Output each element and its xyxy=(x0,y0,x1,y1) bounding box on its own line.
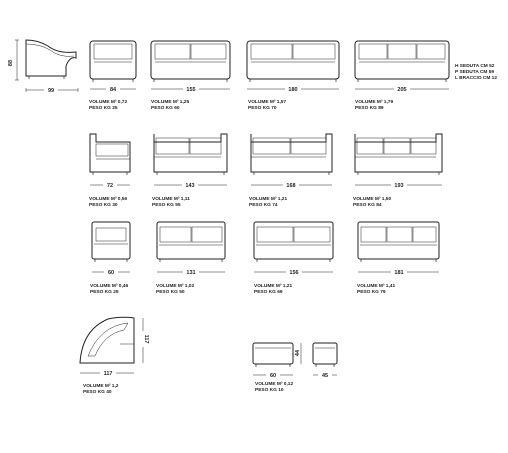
corner-width: 117 xyxy=(104,371,113,377)
module-131: 131 VOLUME M³ 1,02 PESO KG 50 xyxy=(156,221,226,295)
module-168: 168 VOLUME M³ 1,21 PESO KG 74 xyxy=(249,133,333,208)
pouf: 44 60 45 VOLUME M³ 0,12 PESO KG 10 xyxy=(252,342,338,393)
sofa-1-seat: 84 VOLUME M³ 0,72 PESO KG 25 xyxy=(89,40,137,111)
module-72-volume: VOLUME M³ 0,56 xyxy=(89,196,127,202)
side-view: 88 99 xyxy=(8,39,79,94)
module-156-volume: VOLUME M³ 1,21 xyxy=(254,283,292,289)
sofa-1-seat-weight: PESO KG 25 xyxy=(89,105,118,111)
seat-height: H SEDUTA CM 52 xyxy=(455,63,495,69)
module-193: 193 VOLUME M³ 1,50 PESO KG 84 xyxy=(353,133,443,208)
sofa-180-width: 180 xyxy=(288,87,297,93)
module-72: 72 VOLUME M³ 0,56 PESO KG 30 xyxy=(89,133,131,208)
sofa-2-seat-180: 180 VOLUME M³ 1,57 PESO KG 70 xyxy=(246,40,340,111)
sofa-205-weight: PESO KG 89 xyxy=(355,105,384,111)
sofa-180-volume: VOLUME M³ 1,57 xyxy=(248,99,286,105)
seat-depth: P SEDUTA CM 59 xyxy=(455,69,494,75)
sofa-3-seat-205: 205 VOLUME M³ 1,79 PESO KG 89 xyxy=(354,40,450,111)
pouf-width: 60 xyxy=(270,373,276,379)
module-72-weight: PESO KG 30 xyxy=(89,202,118,208)
module-156-weight: PESO KG 69 xyxy=(254,289,283,295)
sofa-1-seat-volume: VOLUME M³ 0,72 xyxy=(89,99,127,105)
pouf-depth: 45 xyxy=(322,373,328,379)
sofa-155-volume: VOLUME M³ 1,25 xyxy=(151,99,189,105)
module-168-width: 168 xyxy=(286,183,295,189)
pouf-volume: VOLUME M³ 0,12 xyxy=(255,381,293,387)
module-181: 181 VOLUME M³ 1,41 PESO KG 79 xyxy=(357,221,440,295)
corner-volume: VOLUME M³ 1,2 xyxy=(83,383,119,389)
sofa-205-volume: VOLUME M³ 1,79 xyxy=(355,99,393,105)
sofa-155-weight: PESO KG 60 xyxy=(151,105,180,111)
module-143: 143 VOLUME M³ 1,11 PESO KG 55 xyxy=(152,133,228,208)
module-156: 156 VOLUME M³ 1,21 PESO KG 69 xyxy=(253,221,334,295)
module-181-volume: VOLUME M³ 1,41 xyxy=(357,283,395,289)
module-131-width: 131 xyxy=(186,270,195,276)
module-131-weight: PESO KG 50 xyxy=(156,289,185,295)
module-168-weight: PESO KG 74 xyxy=(249,202,278,208)
module-60-volume: VOLUME M³ 0,46 xyxy=(90,283,128,289)
module-168-volume: VOLUME M³ 1,21 xyxy=(249,196,287,202)
module-143-weight: PESO KG 55 xyxy=(152,202,181,208)
module-143-width: 143 xyxy=(185,183,194,189)
module-193-width: 193 xyxy=(394,183,403,189)
module-60: 60 VOLUME M³ 0,46 PESO KG 25 xyxy=(90,221,131,295)
sofa-1-seat-width: 84 xyxy=(110,87,117,93)
sofa-180-weight: PESO KG 70 xyxy=(248,105,277,111)
module-156-width: 156 xyxy=(289,270,298,276)
sofa-155-width: 155 xyxy=(186,87,195,93)
module-60-weight: PESO KG 25 xyxy=(90,289,119,295)
module-181-width: 181 xyxy=(394,270,403,276)
module-72-width: 72 xyxy=(107,183,113,189)
module-193-weight: PESO KG 84 xyxy=(353,202,382,208)
corner-depth: 117 xyxy=(143,335,149,344)
corner-module: 117 117 VOLUME M³ 1,2 PESO KG 40 xyxy=(79,316,149,395)
pouf-height: 44 xyxy=(295,349,301,356)
side-height-label: 88 xyxy=(8,60,14,66)
side-depth-label: 99 xyxy=(48,88,54,94)
sofa-2-seat-155: 155 VOLUME M³ 1,25 PESO KG 60 xyxy=(150,40,231,111)
module-193-volume: VOLUME M³ 1,50 xyxy=(353,196,391,202)
module-143-volume: VOLUME M³ 1,11 xyxy=(152,196,190,202)
pouf-weight: PESO KG 10 xyxy=(255,387,284,393)
module-181-weight: PESO KG 79 xyxy=(357,289,386,295)
module-131-volume: VOLUME M³ 1,02 xyxy=(156,283,194,289)
arm-width: L BRACCIO CM 12 xyxy=(455,75,497,81)
corner-weight: PESO KG 40 xyxy=(83,389,112,395)
seat-info: H SEDUTA CM 52 P SEDUTA CM 59 L BRACCIO … xyxy=(455,63,497,81)
sofa-205-width: 205 xyxy=(397,87,406,93)
module-60-width: 60 xyxy=(108,270,114,276)
